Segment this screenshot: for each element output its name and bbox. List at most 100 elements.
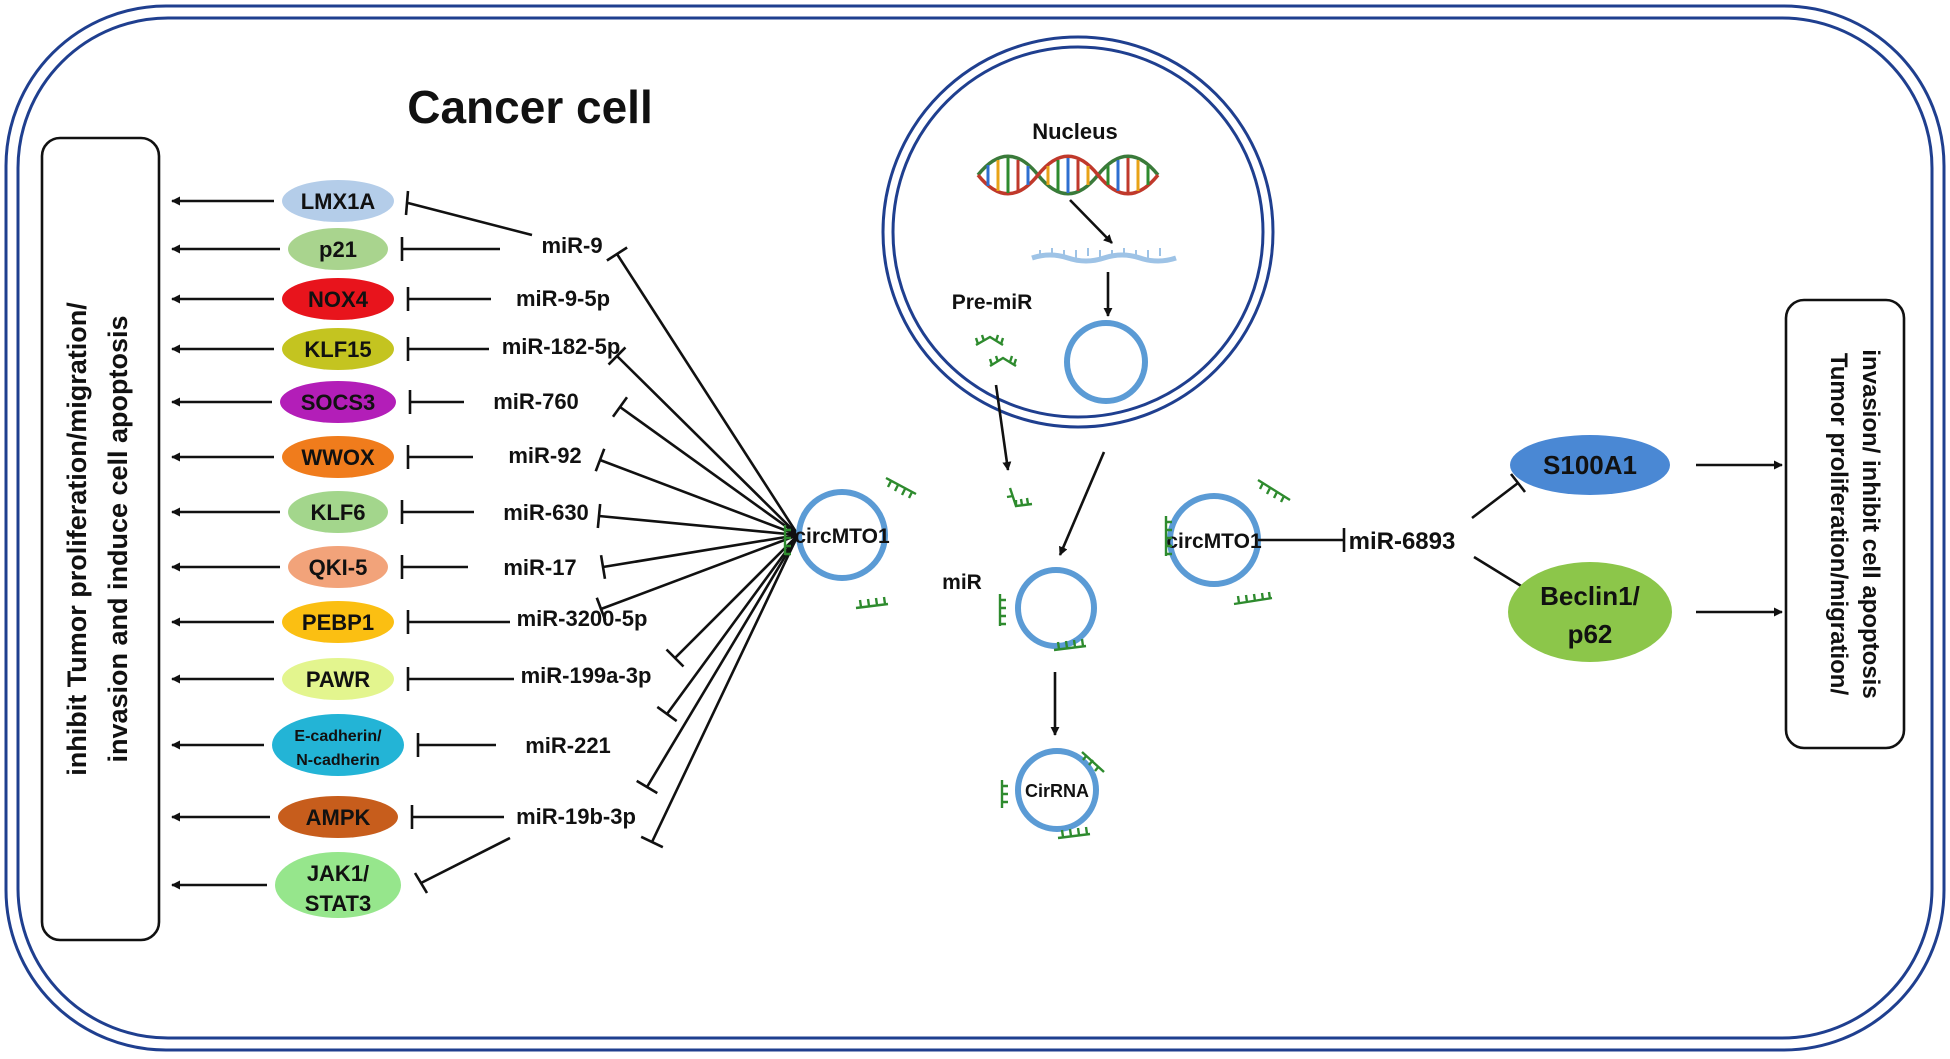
mirna-label-row-9: miR-199a-3p — [521, 663, 652, 688]
pre-mir-export-arrow — [994, 384, 1012, 471]
target-label-row-9: PAWR — [306, 667, 370, 692]
target-label-row-0: LMX1A — [301, 189, 376, 214]
mirna-label-row-4: miR-760 — [493, 389, 579, 414]
target-label-row-11: AMPK — [306, 805, 371, 830]
inhibitor-bar-row-0 — [404, 190, 410, 216]
inhibitor-bar-row-12 — [413, 872, 429, 894]
target-node-row-10 — [272, 714, 404, 776]
target-label-row-8: PEBP1 — [302, 610, 374, 635]
s100a1-label: S100A1 — [1543, 450, 1637, 480]
hub-sponge-bar-row-2 — [607, 346, 627, 366]
hub-sponge-row-8 — [674, 534, 799, 659]
hub-sponge-row-11 — [650, 534, 800, 843]
target-label-row-1: p21 — [319, 237, 357, 262]
mirna-inhibits-row-12 — [420, 836, 511, 885]
hub-sponge-bar-row-8 — [665, 648, 685, 668]
mirna-label-row-6: miR-630 — [503, 500, 589, 525]
mirna-label-row-8: miR-3200-5p — [517, 606, 648, 631]
circmto1-hub-right: circMTO1 — [1164, 478, 1291, 606]
target-node-row-4 — [280, 381, 396, 423]
pre-mir-label: Pre-miR — [952, 291, 1033, 314]
target-node-row-2 — [282, 278, 394, 320]
target-label-row-7: QKI-5 — [309, 555, 368, 580]
right-hub-label: circMTO1 — [1166, 530, 1262, 553]
hub-sponge-row-5 — [598, 514, 799, 537]
hub-sponge-bar-row-4 — [594, 448, 606, 472]
right-mirna-label: miR-6893 — [1349, 528, 1456, 555]
hub-sponge-bar-row-5 — [596, 503, 602, 529]
right-outcome-line2: invasion/ inhibit cell apoptosis — [1857, 349, 1884, 698]
circ-mir-bound-icon — [1053, 638, 1087, 652]
target-node-row-1 — [288, 228, 388, 270]
target-node-row-12 — [275, 852, 401, 918]
mirna-label-row-3: miR-182-5p — [502, 334, 621, 359]
hub-sponge-bar-row-7 — [595, 597, 607, 621]
target-label-row-3: KLF15 — [304, 337, 371, 362]
s100a1-node: S100A1 — [1510, 435, 1670, 495]
target-label-line1-row-10: E-cadherin/ — [294, 728, 382, 745]
target-node-row-8 — [282, 601, 394, 643]
dna-to-rna-arrow — [1069, 199, 1113, 244]
hub-sponge-row-2 — [616, 355, 799, 536]
hub-sponge-bar-row-6 — [599, 554, 607, 580]
hub-sponge-bar-row-3 — [611, 396, 629, 418]
cell-membrane-outer — [4, 4, 1946, 1052]
mirna-label-row-0: miR-9 — [541, 233, 602, 258]
nuclear-circular-rna — [1064, 320, 1148, 404]
target-label-line1-row-12: JAK1/ — [307, 861, 369, 886]
target-label-row-4: SOCS3 — [301, 390, 376, 415]
mirna-label-row-10: miR-221 — [525, 733, 611, 758]
right-outcome-line1: Tumor proliferation/migration/ — [1825, 353, 1852, 696]
target-label-line2-row-12: STAT3 — [305, 891, 371, 916]
target-label-row-5: WWOX — [301, 445, 375, 470]
target-node-row-3 — [282, 328, 394, 370]
s100a1-inhibitor-bar — [1509, 473, 1527, 493]
left-outcome-line2: invasion and induce cell apoptosis — [103, 315, 133, 762]
beclin1-label-line1: Beclin1/ — [1540, 581, 1640, 611]
target-node-row-6 — [288, 491, 388, 533]
mirna-inhibits-row-0 — [407, 201, 533, 237]
target-node-row-9 — [282, 658, 394, 700]
beclin1-p62-node: Beclin1/ p62 — [1508, 562, 1672, 662]
cirrna-circle: CirRNA — [1000, 748, 1105, 840]
dna-helix-icon — [976, 154, 1160, 196]
beclin1-label-line2: p62 — [1568, 619, 1613, 649]
hub-sponge-row-4 — [599, 458, 799, 537]
left-outcome-box: inhibit Tumor proliferation/migration/ i… — [40, 136, 161, 942]
hub-label: circMTO1 — [794, 525, 890, 548]
hub-sponge-bar-row-9 — [656, 705, 678, 723]
left-outcome-line1: inhibit Tumor proliferation/migration/ — [62, 302, 92, 776]
hub-sponge-bar-row-11 — [640, 835, 664, 849]
target-node-row-5 — [282, 436, 394, 478]
target-label-line2-row-10: N-cadherin — [296, 752, 380, 769]
target-label-row-2: NOX4 — [308, 287, 369, 312]
diagram-title: Cancer cell — [407, 81, 652, 133]
mirna-label-row-5: miR-92 — [508, 443, 581, 468]
mirna-label-row-11: miR-19b-3p — [516, 804, 636, 829]
mir-label: miR — [942, 571, 982, 594]
cirrna-label: CirRNA — [1025, 781, 1089, 801]
pre-mrna-strand — [1031, 248, 1177, 264]
mir-inhibits-beclin1 — [1473, 555, 1527, 591]
mirna-label-row-7: miR-17 — [503, 555, 576, 580]
mature-mir-fragment-icon — [1006, 487, 1033, 508]
mirna-label-row-2: miR-9-5p — [516, 286, 610, 311]
hub-sponge-row-9 — [665, 534, 800, 715]
mir-inhibits-s100a1 — [1471, 481, 1519, 520]
target-label-row-6: KLF6 — [311, 500, 366, 525]
target-node-row-11 — [278, 796, 398, 838]
nucleus-label: Nucleus — [1032, 119, 1118, 144]
right-outcome-box: Tumor proliferation/migration/ invasion/… — [1784, 298, 1906, 750]
hub-sponge-row-0 — [615, 253, 800, 536]
circrna-export-arrow — [1058, 451, 1106, 556]
hub-sponge-row-7 — [600, 533, 799, 611]
hub-sponge-bar-row-0 — [606, 246, 628, 262]
circmto1-hub-left: circMTO1 — [783, 476, 917, 610]
cell-membrane-inner — [16, 16, 1934, 1040]
hub-sponge-bar-row-10 — [636, 779, 658, 795]
hub-sponge-row-6 — [602, 533, 799, 569]
target-node-row-0 — [282, 180, 394, 222]
nucleus: Nucleus — [881, 35, 1275, 429]
